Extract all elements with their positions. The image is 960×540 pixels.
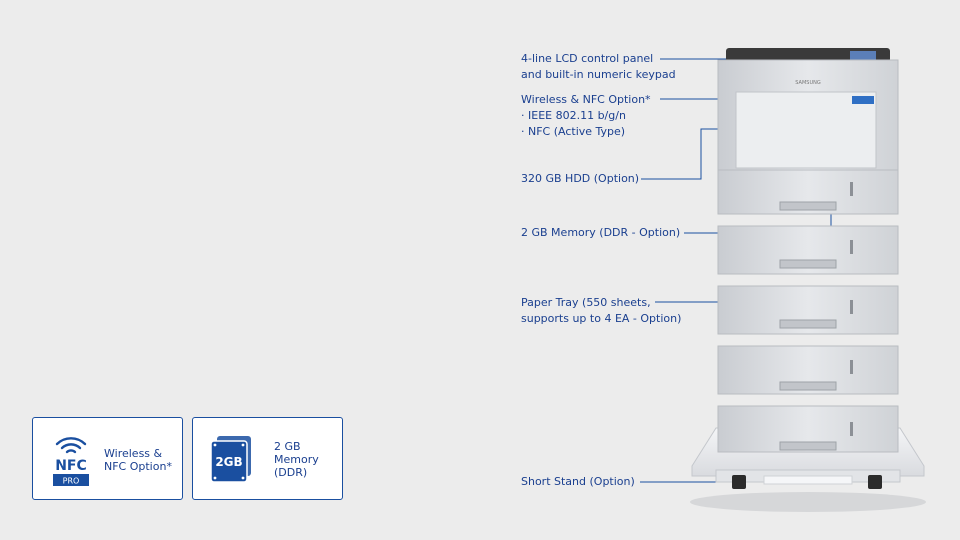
callout-tray-line-1: Paper Tray (550 sheets, <box>521 296 651 309</box>
callout-stand-line-1: Short Stand (Option) <box>521 475 635 488</box>
callout-wireless-line-3: · NFC (Active Type) <box>521 125 626 138</box>
memory-badge-label-line-2: Memory <box>274 453 319 466</box>
nfc-feature-badge: NFC PRO Wireless & NFC Option* <box>32 417 183 500</box>
memory-badge-label-line-3: (DDR) <box>274 466 308 479</box>
memory-feature-badge: 2GB 2 GB Memory (DDR) <box>192 417 343 500</box>
callout-tray: Paper Tray (550 sheets, supports up to 4… <box>521 295 681 327</box>
nfc-icon-text: NFC <box>55 458 87 474</box>
callout-wireless-line-2: · IEEE 802.11 b/g/n <box>521 109 626 122</box>
memory-badge-label-line-1: 2 GB <box>274 440 301 453</box>
nfc-badge-label: Wireless & NFC Option* <box>104 447 172 473</box>
callout-memory: 2 GB Memory (DDR - Option) <box>521 225 680 241</box>
svg-text:SAMSUNG: SAMSUNG <box>795 80 821 86</box>
callout-wireless: Wireless & NFC Option* · IEEE 802.11 b/g… <box>521 92 651 140</box>
callout-lcd-line-2: and built-in numeric keypad <box>521 68 676 81</box>
nfc-icon-subtext: PRO <box>63 477 80 486</box>
callout-tray-line-2: supports up to 4 EA - Option) <box>521 312 682 325</box>
callout-hdd-line-1: 320 GB HDD (Option) <box>521 172 640 185</box>
nfc-wave-icon: NFC PRO <box>53 437 89 486</box>
memory-chip-icon: 2GB <box>210 436 251 483</box>
callout-hdd: 320 GB HDD (Option) <box>521 171 639 187</box>
memory-icon-text: 2GB <box>215 455 242 469</box>
callout-lcd: 4-line LCD control panel and built-in nu… <box>521 51 676 83</box>
nfc-badge-label-line-1: Wireless & <box>104 447 163 460</box>
memory-badge-label: 2 GB Memory (DDR) <box>274 440 319 479</box>
printer-illustration: SAMSUNG <box>690 48 926 512</box>
callout-stand: Short Stand (Option) <box>521 474 635 490</box>
callout-lcd-line-1: 4-line LCD control panel <box>521 52 654 65</box>
callout-memory-line-1: 2 GB Memory (DDR - Option) <box>521 226 681 239</box>
nfc-badge-label-line-2: NFC Option* <box>104 460 172 473</box>
callout-wireless-line-1: Wireless & NFC Option* <box>521 93 651 106</box>
